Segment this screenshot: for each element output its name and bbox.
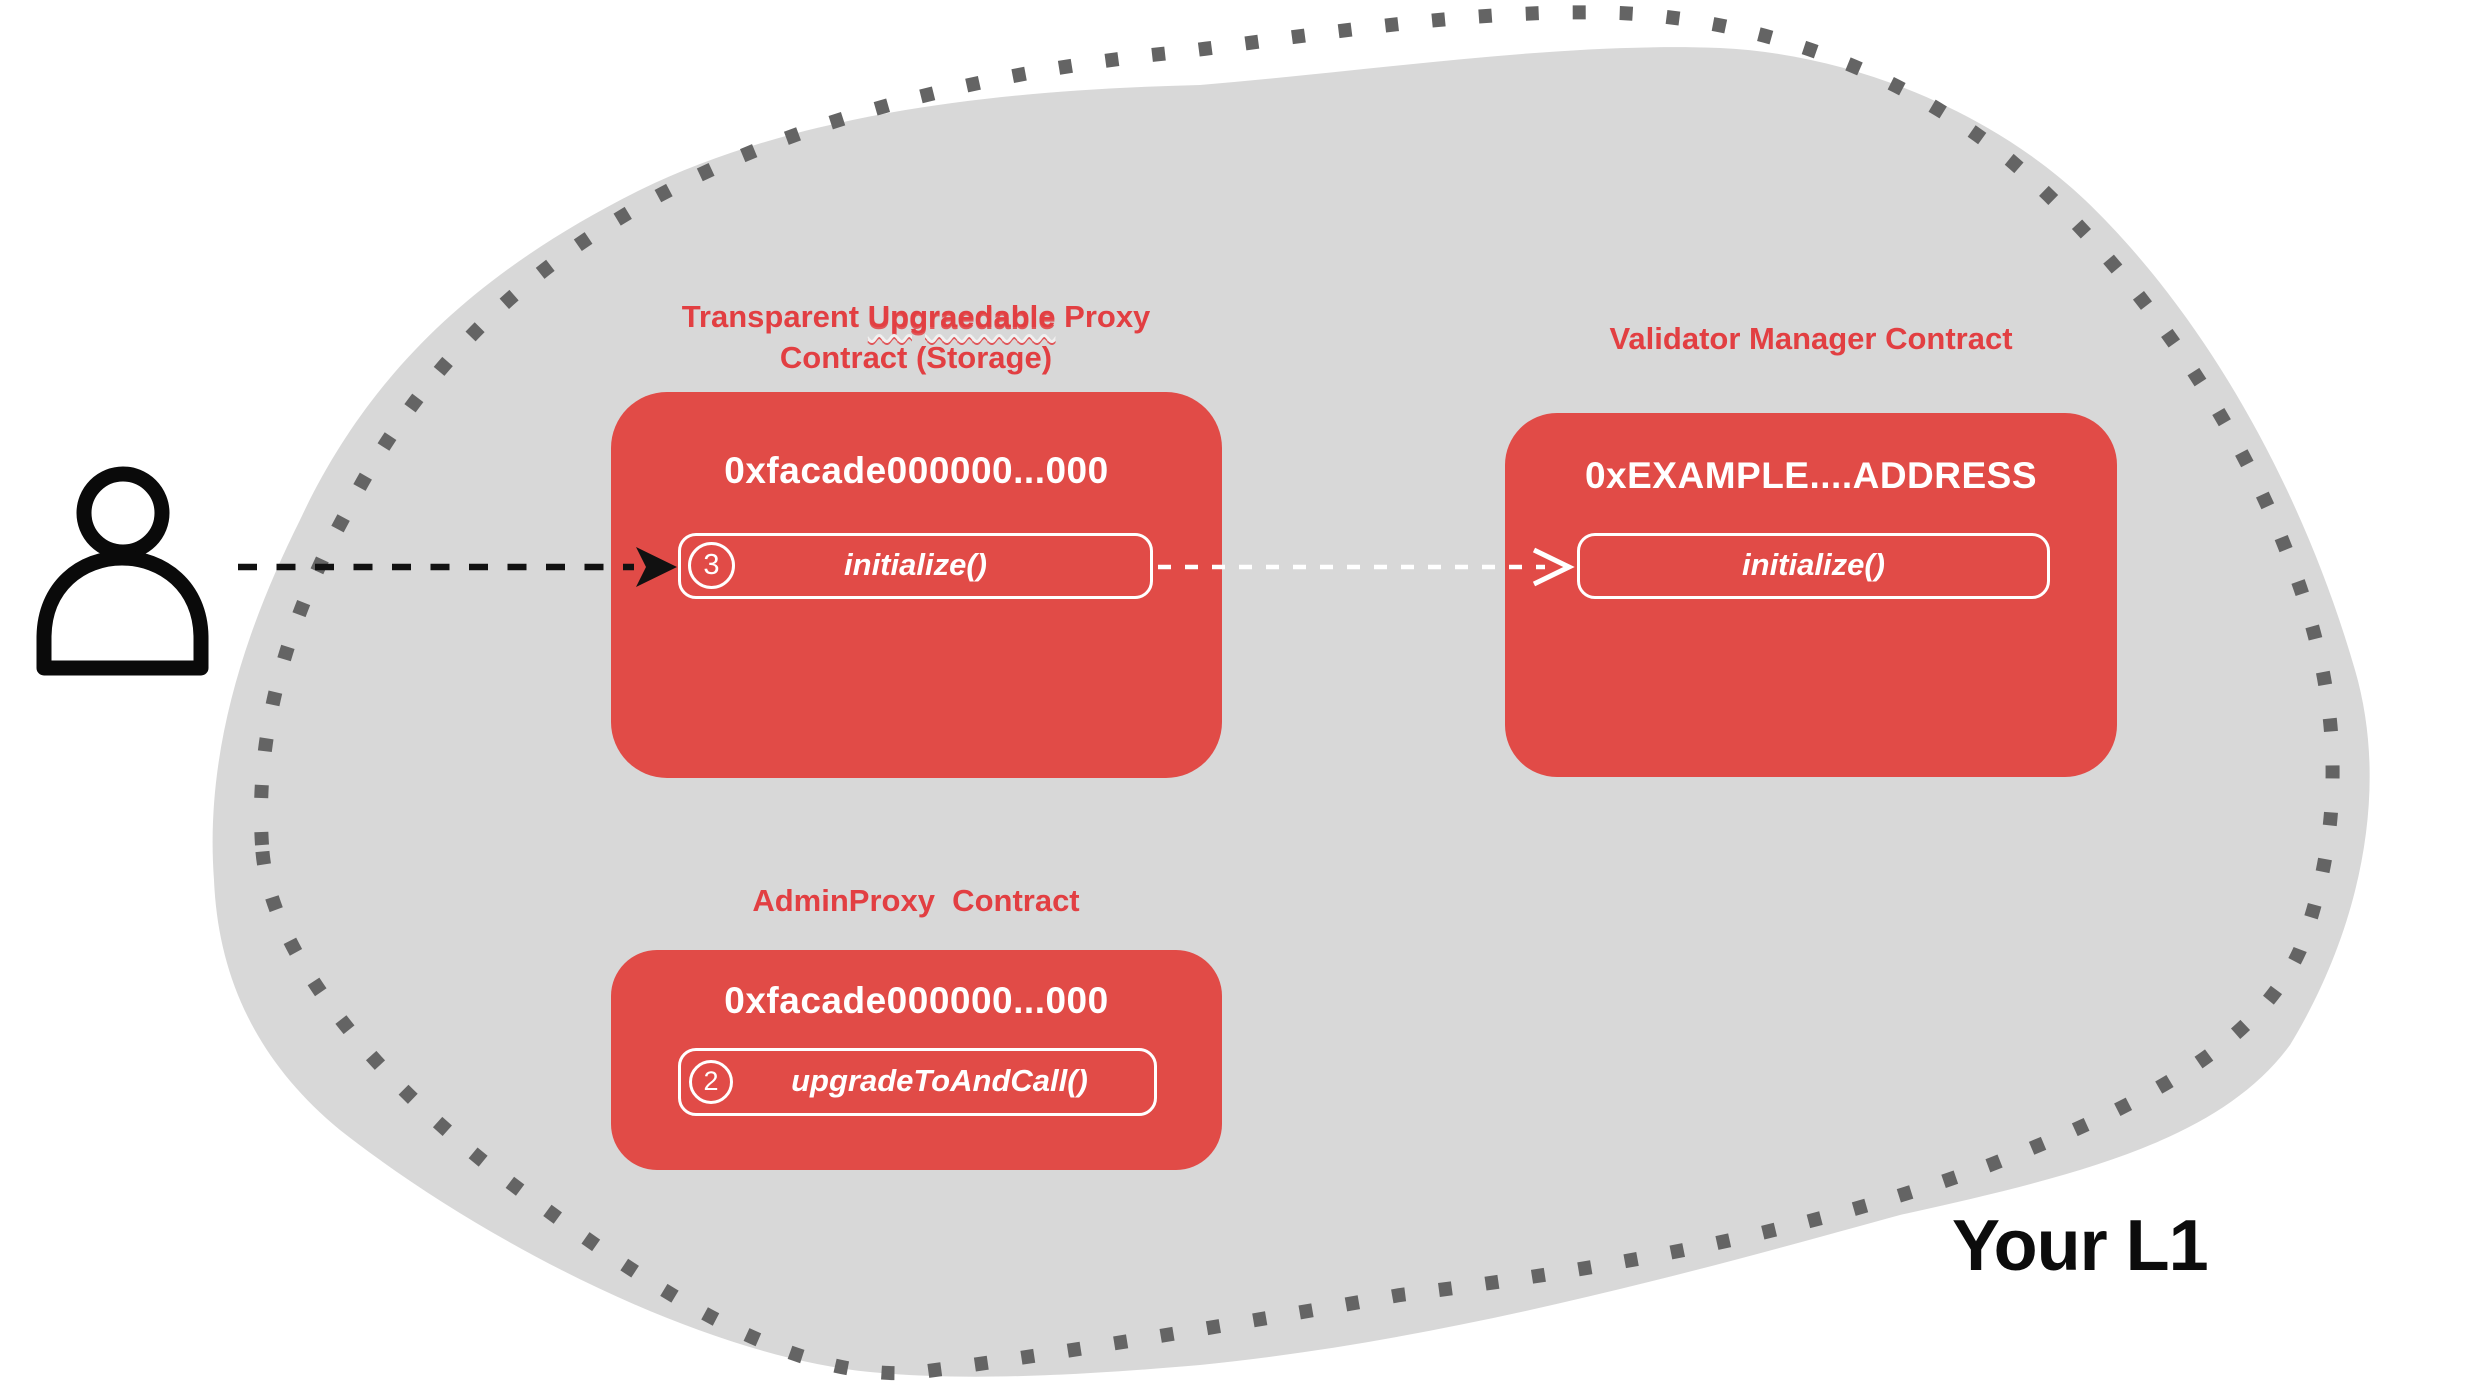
admin-upgrade-label: upgradeToAndCall() <box>791 1063 1088 1098</box>
step-badge-3: 3 <box>688 542 735 589</box>
region-label: Your L1 <box>1952 1206 2209 1286</box>
validator-contract-title: Validator Manager Contract <box>1609 321 2013 356</box>
admin-proxy-contract-address: 0xfacade000000...000 <box>724 980 1109 1021</box>
proxy-initialize-method: 3 initialize() <box>678 533 1153 599</box>
validator-contract-box <box>1505 413 2117 777</box>
proxy-contract-address: 0xfacade000000...000 <box>724 450 1109 491</box>
proxy-title-misspelled-word: Upgraedable <box>867 299 1056 334</box>
admin-proxy-contract-title: AdminProxy Contract <box>752 883 1080 918</box>
proxy-title-suffix: Proxy <box>1055 299 1151 334</box>
step-badge-2: 2 <box>689 1060 733 1104</box>
validator-initialize-method: initialize() <box>1577 533 2050 599</box>
proxy-title-prefix: Transparent <box>681 299 868 334</box>
validator-contract-address: 0xEXAMPLE....ADDRESS <box>1584 455 2038 496</box>
admin-upgrade-method: 2 upgradeToAndCall() <box>678 1048 1157 1116</box>
validator-initialize-label: initialize() <box>1742 547 1885 582</box>
proxy-title-line2: Contract (Storage) <box>779 340 1053 375</box>
proxy-initialize-label: initialize() <box>844 547 987 582</box>
